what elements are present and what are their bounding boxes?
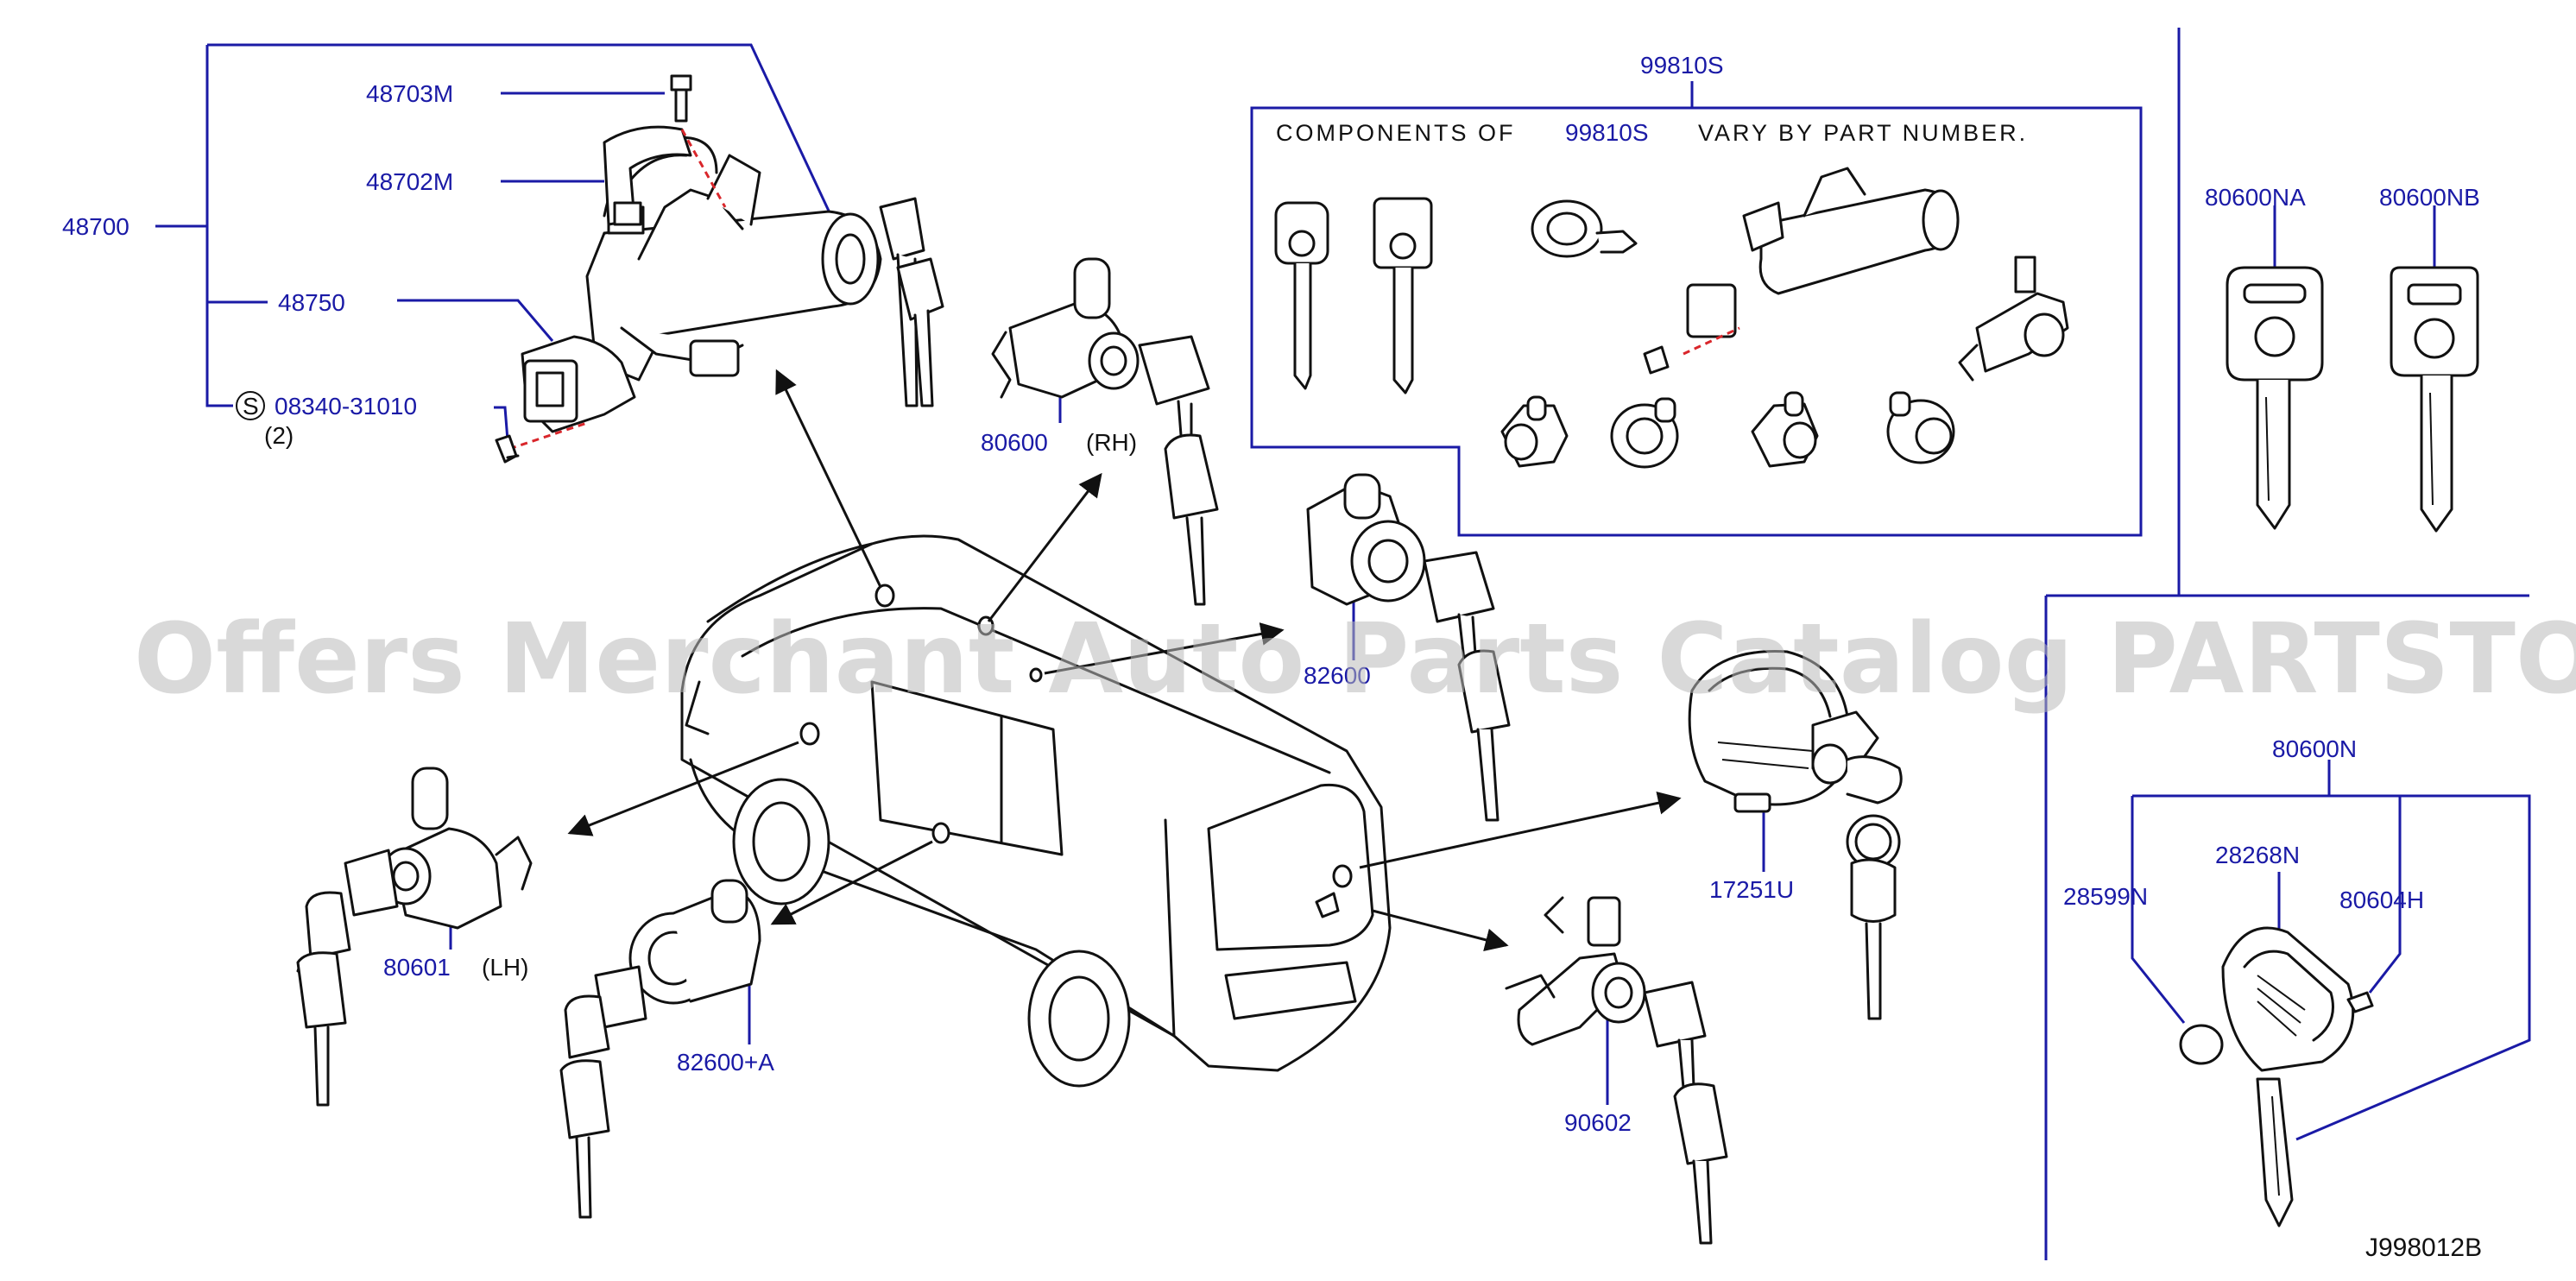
back-door-lock-illustration: [1505, 896, 1728, 1245]
label-80604h: 80604H: [2339, 887, 2424, 913]
pointer-arrows: [567, 369, 1682, 951]
key-set-cylinder-illustration: [1531, 199, 1638, 258]
label-80600n: 80600N: [2272, 735, 2357, 762]
label-48703m: 48703M: [366, 80, 453, 107]
label-28268n: 28268N: [2215, 842, 2300, 868]
label-80600-rh: 80600: [981, 429, 1048, 456]
ignition-group: [155, 43, 944, 464]
panel-dividers: [2044, 28, 2529, 1260]
label-80601: 80601: [383, 954, 451, 981]
label-28599n: 28599N: [2063, 883, 2148, 910]
note-99810s: 99810S: [1565, 119, 1649, 146]
key-set-box: [1250, 81, 2143, 537]
label-08340-31010: 08340-31010: [275, 393, 417, 420]
label-48700: 48700: [62, 213, 129, 240]
diagram-code: J998012B: [2365, 1234, 2482, 1262]
key-set-cylinders-row-illustration: [1500, 391, 1955, 469]
label-rh: (RH): [1086, 429, 1137, 456]
ignition-clamp-illustration: [603, 125, 692, 226]
door-lock-lh-illustration: [296, 767, 533, 1107]
note-components-of: COMPONENTS OF: [1276, 120, 1516, 146]
label-48702m: 48702M: [366, 168, 453, 195]
van-illustration: [680, 534, 1392, 1088]
label-qty-2: (2): [264, 422, 294, 449]
watermark: Offers Merchant Auto Parts Catalog PARTS…: [134, 603, 2576, 716]
label-82600a: 82600+A: [677, 1049, 774, 1076]
shear-bolt-illustration: [670, 74, 727, 208]
key-set-ignition-illustration: [1643, 167, 1960, 375]
label-lh: (LH): [482, 954, 528, 981]
lock-82600-illustration: [1306, 473, 1511, 822]
door-lock-rh-illustration: [991, 257, 1219, 606]
label-90602: 90602: [1564, 1109, 1632, 1136]
remote-key-group: [2131, 760, 2531, 1227]
label-80600nb: 80600NB: [2379, 184, 2480, 211]
label-82600: 82600: [1304, 662, 1371, 689]
key-set-door-lock-illustration: [1958, 256, 2069, 382]
ignition-switch-illustration: [495, 335, 636, 464]
note-vary-by-part-number: VARY BY PART NUMBER.: [1698, 120, 2028, 146]
label-99810s-title: 99810S: [1640, 52, 1724, 79]
label-17251u: 17251U: [1709, 876, 1794, 903]
key-set-keys-illustration: [1274, 197, 1433, 394]
label-48750: 48750: [278, 289, 345, 316]
ignition-lock-cylinder-illustration: [585, 136, 944, 407]
label-80600na: 80600NA: [2205, 184, 2306, 211]
keys-80600na-nb: [2226, 205, 2479, 533]
fuel-lid-lock-illustration: [1688, 650, 1903, 1020]
s-symbol: S: [243, 393, 259, 420]
lock-82600a-illustration: [559, 879, 761, 1219]
